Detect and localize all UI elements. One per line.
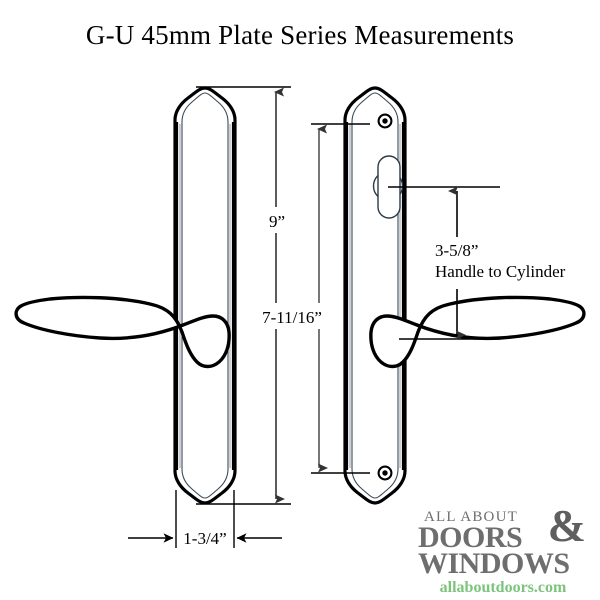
label-plate-width: 1-3/4”: [183, 529, 226, 548]
caption-handle-to-cylinder: Handle to Cylinder: [435, 262, 566, 281]
left-plate-inner-highlight: [179, 124, 231, 468]
label-handle-to-cylinder: 3-5/8”: [435, 241, 478, 260]
right-plate: [343, 86, 586, 505]
left-lever-handle: [14, 295, 231, 369]
top-screw-hole: [377, 113, 393, 129]
logo-doors-text: DOORS: [418, 521, 523, 554]
label-handle-span: 7-11/16”: [262, 308, 322, 327]
logo-line-doors: DOORS &: [392, 503, 592, 554]
left-plate-outline: [173, 86, 237, 505]
right-lever-handle: [369, 295, 586, 369]
logo-line-all-about: ALL ABOUT: [424, 509, 518, 525]
page-title: G-U 45mm Plate Series Measurements: [85, 20, 515, 50]
logo-ampersand: &: [547, 500, 586, 551]
dimension-plate-width: 1-3/4”: [128, 490, 282, 548]
left-plate: [14, 86, 237, 505]
dimension-handle-span: 7-11/16”: [256, 123, 370, 474]
right-plate-outline: [343, 86, 407, 505]
left-plate-inner-bevel: [181, 92, 229, 499]
label-plate-height: 9”: [269, 212, 285, 231]
company-logo: ALL ABOUT DOORS & WINDOWS allaboutdoors.…: [392, 503, 592, 596]
bottom-screw-hole: [377, 465, 393, 481]
dimension-plate-height: 9”: [196, 86, 292, 505]
right-plate-inner-bevel: [351, 92, 399, 499]
logo-url: allaboutdoors.com: [439, 579, 567, 596]
dimension-handle-to-cylinder: 3-5/8” Handle to Cylinder: [388, 186, 566, 340]
logo-line-windows: WINDOWS: [418, 547, 570, 580]
